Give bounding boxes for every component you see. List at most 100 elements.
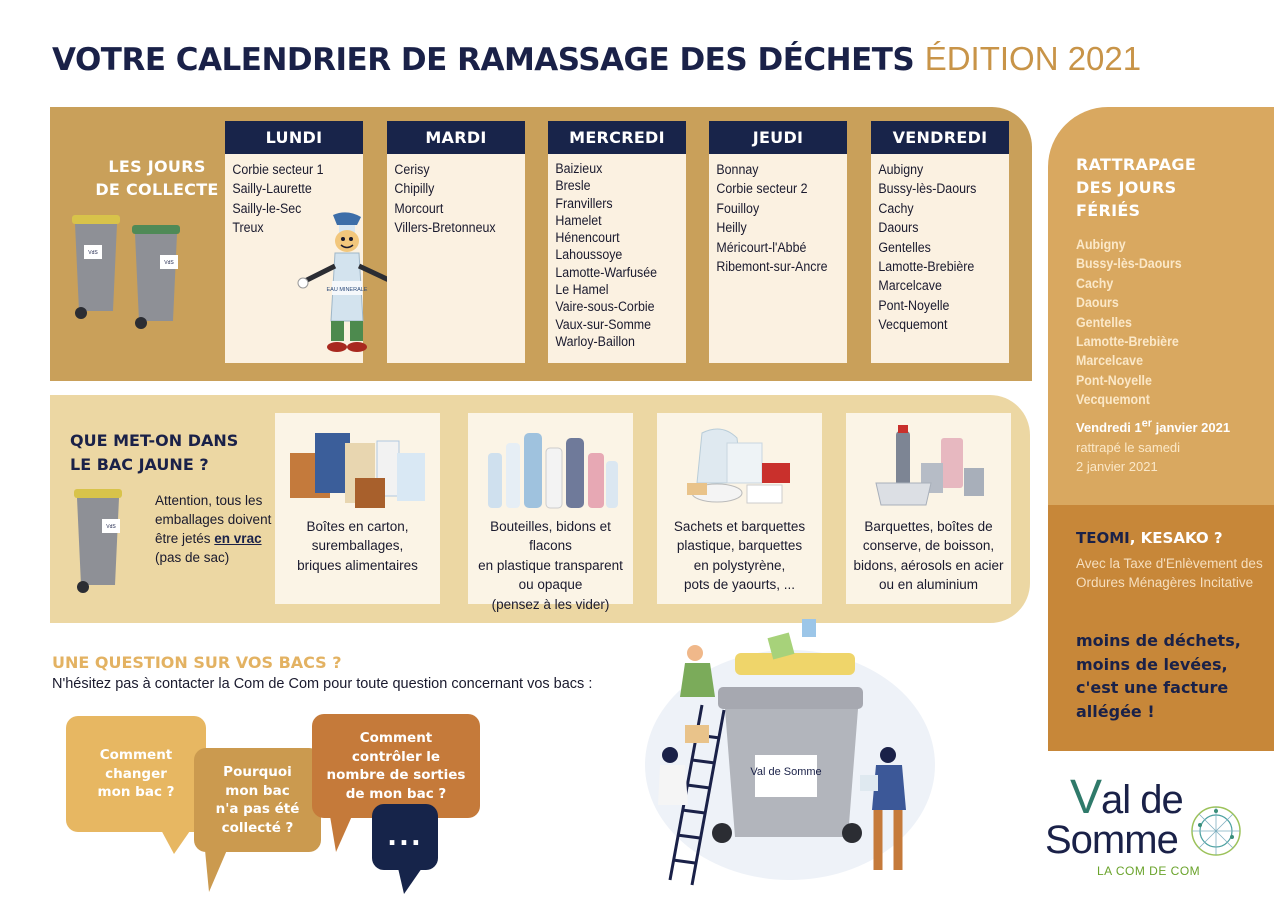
waste-card-line: bidons, aérosols en acier [853, 557, 1004, 573]
town-item: Corbie secteur 1 [232, 162, 324, 177]
holiday-title: RATTRAPAGE DES JOURS FÉRIÉS [1076, 153, 1196, 222]
bubble-tail [330, 816, 352, 852]
svg-text:VdS: VdS [164, 260, 174, 266]
questions-subtitle: N'hésitez pas à contacter la Com de Com … [52, 676, 593, 692]
day-column-mardi: MARDI Cerisy Chipilly Morcourt Villers-B… [387, 121, 525, 363]
holiday-town-item: Vecquemont [1076, 392, 1150, 408]
ellipsis-bubble: ... [372, 804, 438, 870]
yellow-bin-title-line1: QUE MET-ON DANS [70, 431, 239, 450]
day-header: MERCREDI [548, 121, 686, 154]
town-item: Bussy-lès-Daours [878, 181, 977, 197]
holiday-note-day-text: Vendredi 1 [1076, 420, 1142, 436]
teomi-benefits: moins de déchets, moins de levées, c'est… [1076, 629, 1271, 723]
teomi-panel: TEOMI, KESAKO ? Avec la Taxe d'Enlèvemen… [1048, 505, 1274, 751]
town-item: Daours [878, 220, 919, 236]
town-item: Warloy-Baillon [555, 333, 635, 349]
waste-card-text: Barquettes, boîtes de conserve, de boiss… [850, 517, 1007, 595]
teomi-benefit-line: moins de levées, [1076, 654, 1228, 674]
holiday-note-day: Vendredi 1er janvier 2021 [1076, 418, 1231, 436]
town-item: Ribemont-sur-Ancre [716, 259, 828, 275]
holiday-town-item: Marcelcave [1076, 353, 1143, 369]
grey-bin-yellow-lid-icon: VdS [74, 489, 122, 593]
holiday-catchup-panel: RATTRAPAGE DES JOURS FÉRIÉS Aubigny Buss… [1048, 107, 1274, 505]
town-item: Le Hamel [555, 282, 609, 298]
town-item: Baizieux [555, 161, 603, 176]
holiday-title-line: DES JOURS [1076, 178, 1177, 197]
waste-card-line: ou opaque [518, 577, 583, 593]
town-item: Lamotte-Warfusée [555, 264, 658, 280]
holiday-town-item: Aubigny [1076, 237, 1126, 252]
town-list: Bonnay Corbie secteur 2 Fouilloy Heilly … [709, 154, 836, 276]
bubble-line: contrôler le [351, 748, 441, 765]
question-bubble-not-collected: Pourquoi mon bac n'a pas été collecté ? [194, 748, 321, 852]
holiday-title-line: RATTRAPAGE [1076, 155, 1197, 174]
holiday-town-item: Cachy [1076, 275, 1114, 291]
teomi-title: TEOMI, KESAKO ? [1076, 529, 1223, 547]
holiday-town-item: Lamotte-Brebière [1076, 334, 1179, 350]
town-item: Bresle [555, 178, 591, 194]
town-item: Gentelles [878, 239, 931, 255]
town-item: Aubigny [878, 162, 924, 177]
waste-card-line: (pensez à les vider) [491, 596, 610, 612]
teomi-benefit-line: moins de déchets, [1076, 631, 1241, 650]
waste-card-carton: Boîtes en carton, suremballages, briques… [275, 413, 440, 604]
holiday-town-item: Bussy-lès-Daours [1076, 256, 1182, 272]
holiday-town-item: Daours [1076, 295, 1119, 311]
waste-card-line: Boîtes en carton, [306, 519, 409, 534]
holiday-town-list: Aubigny Bussy-lès-Daours Cachy Daours Ge… [1076, 235, 1182, 410]
holiday-note-date: janvier 2021 [1152, 420, 1231, 436]
logo-v-letter: V [1070, 771, 1102, 824]
town-item: Lamotte-Brebière [878, 259, 975, 275]
town-item: Cachy [878, 200, 914, 216]
grey-bin-yellow-lid-icon: VdS [72, 215, 120, 319]
town-item: Vaux-sur-Somme [555, 316, 652, 332]
waste-card-line: ou en aluminium [878, 577, 979, 593]
town-item: Morcourt [394, 200, 444, 216]
holiday-note-line: 2 janvier 2021 [1076, 459, 1158, 475]
day-header: VENDREDI [871, 121, 1009, 154]
bottle-mascot-icon: EAU MINERALE [297, 212, 399, 352]
carton-boxes-icon [290, 433, 425, 508]
teomi-title-rest: , KESAKO ? [1129, 529, 1223, 547]
town-item: Heilly [716, 220, 747, 236]
day-header: JEUDI [709, 121, 847, 154]
town-item: Marcelcave [878, 278, 942, 294]
teomi-title-acronym: TEOMI [1076, 529, 1130, 547]
town-list: Aubigny Bussy-lès-Daours Cachy Daours Ge… [871, 154, 998, 335]
holiday-town-item: Pont-Noyelle [1076, 372, 1152, 388]
waste-card-text: Bouteilles, bidons et flacons en plastiq… [472, 517, 629, 614]
val-de-somme-logo: Val de Somme LA COM DE COM [1040, 770, 1250, 880]
day-column-lundi: LUNDI Corbie secteur 1 Sailly-Laurette S… [225, 121, 399, 363]
holiday-note: Vendredi 1er janvier 2021 rattrapé le sa… [1076, 415, 1266, 477]
waste-card-line: Bouteilles, bidons et flacons [490, 519, 611, 554]
waste-card-bottles: Bouteilles, bidons et flacons en plastiq… [468, 413, 633, 612]
collection-days-section: LES JOURS DE COLLECTE VdS VdS LUNDI Corb… [50, 107, 1032, 381]
question-bubble-control-pickups: Comment contrôler le nombre de sorties d… [312, 714, 480, 818]
town-list: Corbie secteur 1 Sailly-Laurette Sailly-… [225, 154, 352, 238]
waste-card-line: Sachets et barquettes [673, 519, 806, 534]
logo-network-sphere-icon [1191, 806, 1241, 856]
note-emphasis: en vrac [214, 531, 262, 546]
town-item: Vaire-sous-Corbie [555, 299, 655, 315]
bubble-tail [160, 828, 192, 854]
logo-line2: Somme [1045, 818, 1179, 862]
bubble-tail [205, 850, 227, 892]
town-item: Hénencourt [555, 230, 620, 246]
teomi-text: Avec la Taxe d'Enlèvement des Ordures Mé… [1076, 556, 1263, 590]
waste-card-line: en plastique transparent [478, 557, 623, 573]
bottle-label: EAU MINERALE [327, 287, 368, 293]
waste-card-line: en polystyrène, [693, 557, 786, 573]
waste-card-line: conserve, de boisson, [862, 538, 995, 554]
town-item: Lahoussoye [555, 247, 623, 263]
waste-card-bags: Sachets et barquettes plastique, barquet… [657, 413, 822, 604]
town-item: Corbie secteur 2 [716, 181, 808, 197]
teomi-benefit-line: allégée ! [1076, 701, 1155, 721]
plastic-bags-trays-icon [687, 428, 790, 504]
holiday-note-line: rattrapé le samedi [1076, 439, 1181, 455]
town-item: Bonnay [716, 162, 759, 177]
town-item: Sailly-le-Sec [232, 200, 302, 216]
town-item: Sailly-Laurette [232, 181, 312, 197]
collection-title-line2: DE COLLECTE [95, 180, 219, 199]
bubble-tail [398, 868, 422, 894]
collection-days-title: LES JOURS DE COLLECTE [82, 155, 232, 201]
